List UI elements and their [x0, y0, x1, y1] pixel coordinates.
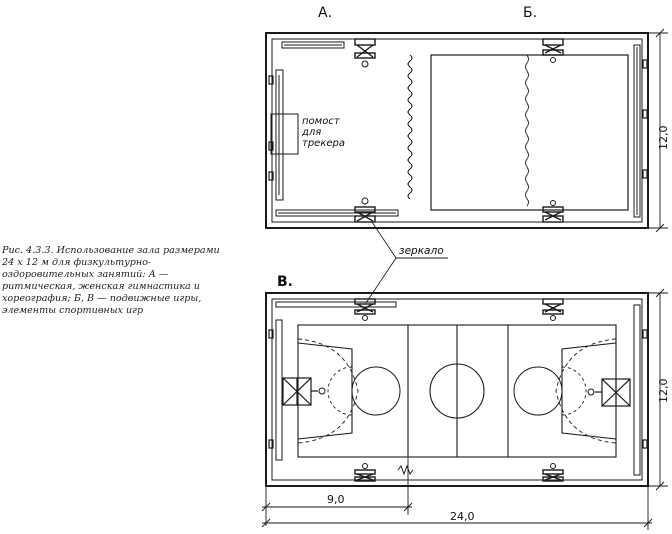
top-hall-outer-wall: [265, 32, 649, 229]
stand-v-bottom-right: [542, 463, 564, 482]
stand-v-bottom-left: [354, 463, 376, 482]
spring-symbol: [397, 464, 414, 476]
bottom-hall-outer-wall: [265, 292, 649, 487]
bottom-wall-bars-right: [633, 304, 641, 476]
bottom-hall-plan: [261, 288, 668, 530]
stand-v-top-right: [542, 298, 564, 321]
basketball-court: [297, 324, 617, 458]
top-dimension-width: [648, 28, 668, 233]
mirror-leaders: [365, 221, 448, 304]
top-barre-b: [275, 209, 399, 217]
stand-a-top: [354, 38, 376, 68]
dim-partial-text: 9,0: [327, 493, 345, 506]
platform-label-line3: трекера: [302, 138, 345, 149]
top-hall-inner-wall: [271, 38, 643, 223]
top-wall-bars-left: [275, 69, 284, 201]
label-section-a: А.: [318, 5, 332, 21]
stand-b-top: [542, 38, 564, 63]
stand-b-bottom: [542, 200, 564, 223]
bottom-wall-bars-left: [275, 319, 283, 461]
platform-label-line2: для: [301, 127, 321, 138]
label-section-b: Б.: [523, 5, 537, 21]
trekker-platform: [270, 113, 299, 155]
top-wall-bars-right: [633, 44, 641, 218]
label-section-v: В.: [277, 274, 293, 290]
dimension-partial: [261, 458, 413, 526]
volleyball-court: [430, 54, 629, 211]
bottom-wall-pilasters: [268, 329, 648, 449]
platform-label-line1: помост: [302, 116, 341, 127]
bottom-dimension-width: [648, 288, 668, 491]
bottom-barre-top: [275, 301, 397, 308]
dim-top-width-text: 12,0: [657, 126, 670, 151]
stand-a-bottom: [354, 197, 376, 223]
basket-left: [282, 377, 326, 406]
stand-v-top-left: [354, 298, 376, 321]
curtain-divider: [407, 54, 413, 200]
dim-bottom-width-text: 12,0: [657, 379, 670, 404]
top-wall-pilasters: [268, 59, 648, 181]
mirror-label: зеркало: [399, 245, 444, 257]
dimension-total: [261, 486, 653, 530]
top-barre-a: [281, 41, 345, 49]
figure-caption: Рис. 4.3.3. Использование зала размерами…: [2, 245, 220, 316]
dim-total-text: 24,0: [450, 510, 475, 523]
bottom-hall-inner-wall: [271, 298, 643, 481]
basket-right: [587, 378, 631, 407]
top-hall-plan: [265, 28, 668, 233]
